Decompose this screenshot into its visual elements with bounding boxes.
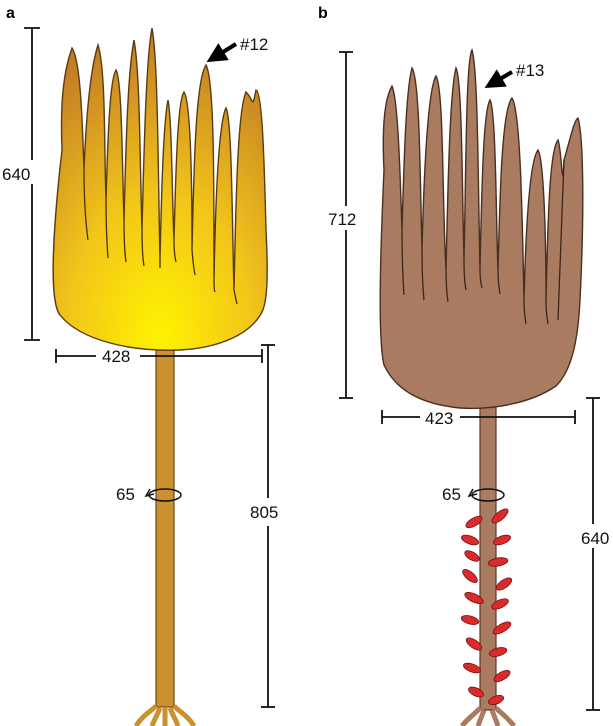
panel-b: b [318, 5, 609, 726]
head-width-label-a: 428 [102, 347, 130, 366]
stalk-twist-label-a: 65 [116, 485, 135, 504]
specimen-arrow-icon-b [488, 72, 512, 86]
head-a [53, 28, 267, 350]
stalk-length-dim-a [261, 345, 275, 707]
stalk-length-label-b: 640 [581, 529, 609, 548]
panel-b-label: b [318, 5, 328, 22]
head-width-dim-b [382, 410, 575, 424]
head-height-label-b: 712 [328, 210, 356, 229]
head-b [380, 50, 583, 408]
head-height-label-a: 640 [2, 165, 30, 184]
head-width-label-b: 423 [425, 409, 453, 428]
specimen-arrow-icon-a [210, 44, 236, 60]
panel-a: a 640 [0, 5, 278, 726]
specimen-label-b: #13 [516, 61, 544, 80]
stalk-a [156, 345, 174, 707]
holdfast-a [136, 706, 194, 726]
holdfast-b [462, 708, 514, 726]
stalk-b [480, 404, 496, 710]
specimen-label-a: #12 [240, 35, 268, 54]
stalk-length-dim-b [586, 398, 600, 710]
panel-a-label: a [6, 5, 15, 22]
stalk-length-label-a: 805 [250, 503, 278, 522]
stalk-twist-label-b: 65 [442, 485, 461, 504]
